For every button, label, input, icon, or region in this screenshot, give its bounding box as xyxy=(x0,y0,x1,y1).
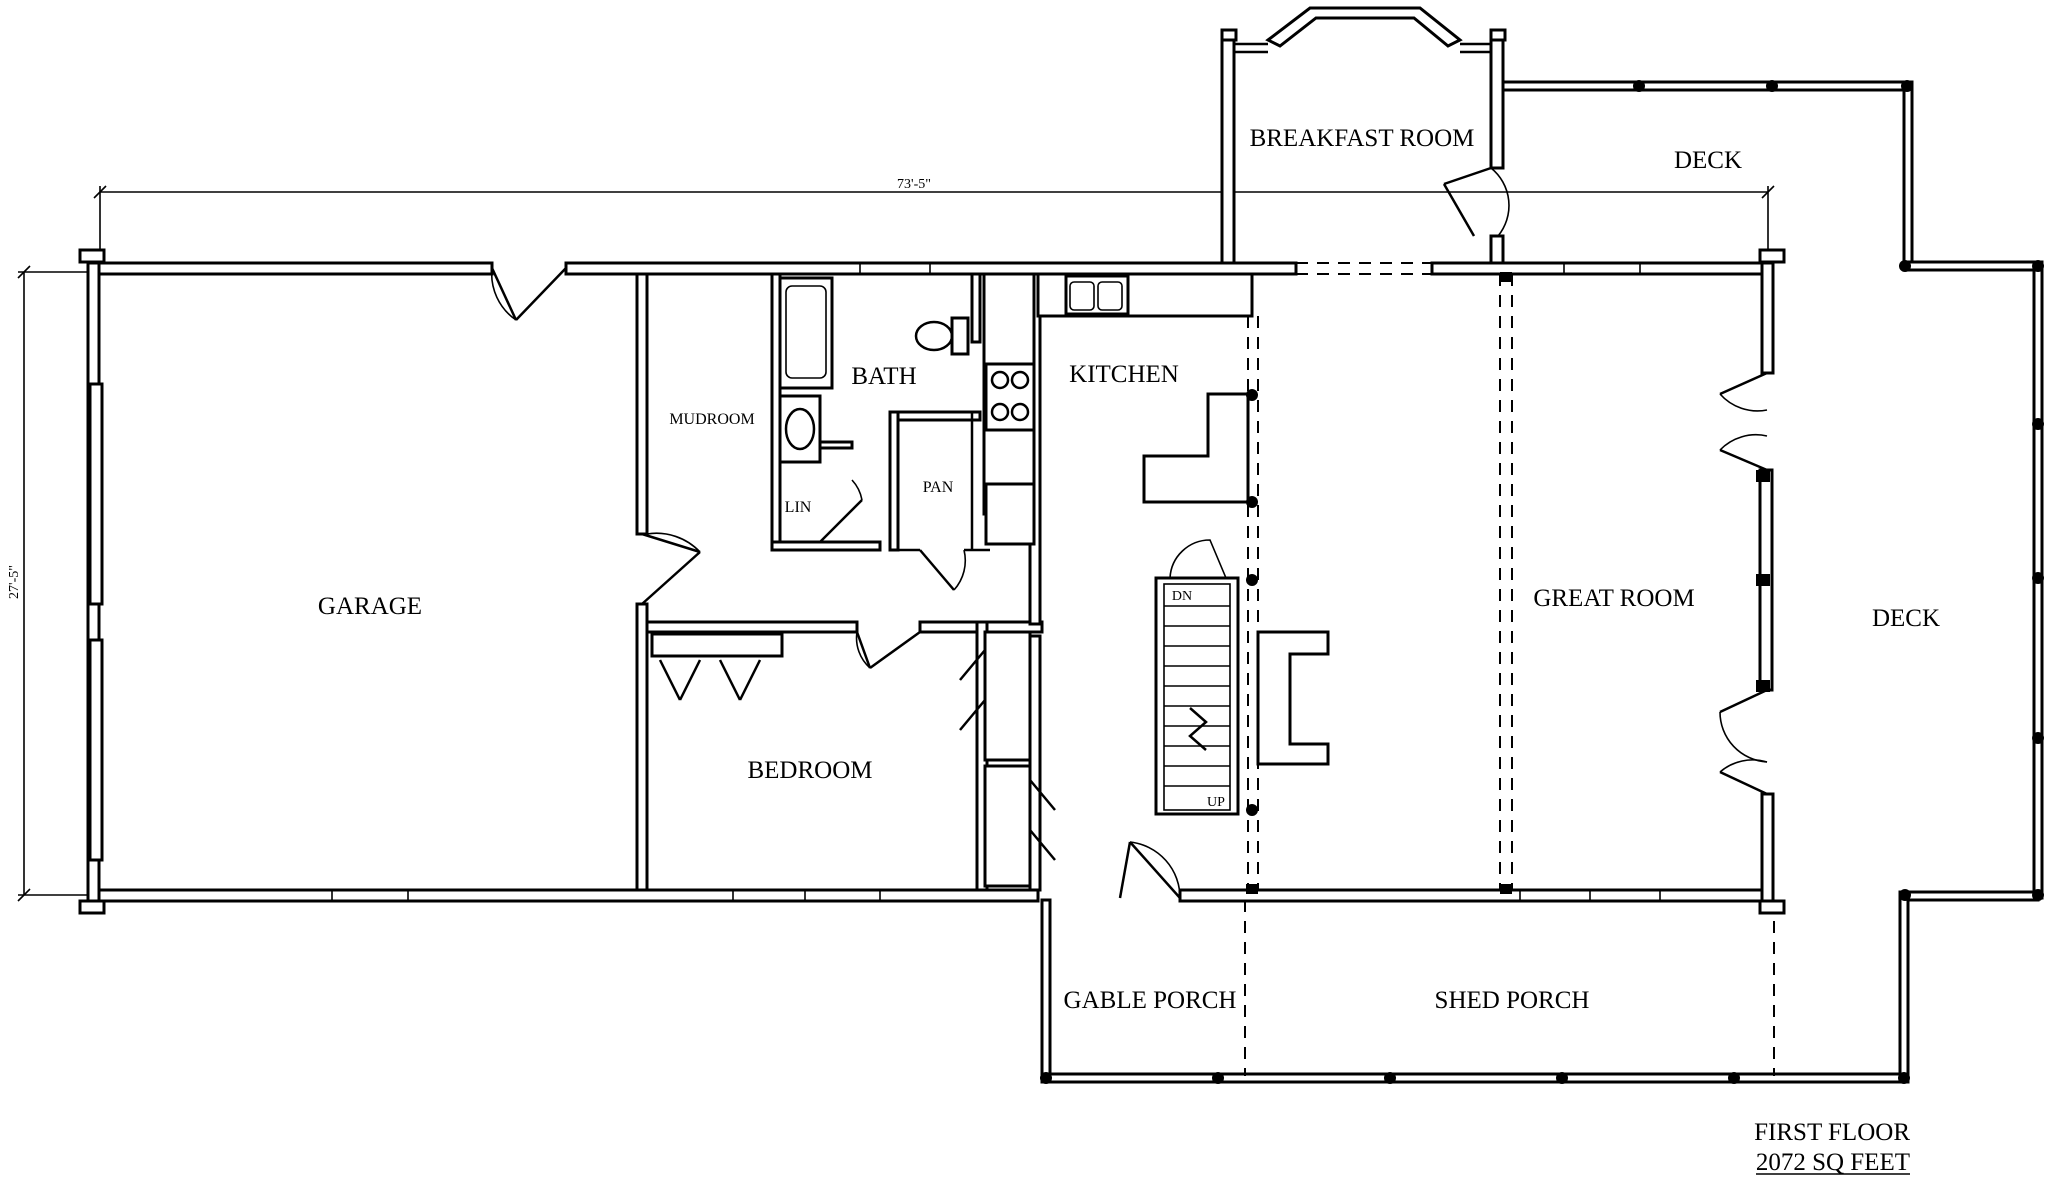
label-kitchen: KITCHEN xyxy=(1069,361,1179,388)
label-lin: LIN xyxy=(785,499,812,516)
columns xyxy=(1246,272,1512,894)
labels: 73'-5" 27'-5" BREAKFAST ROOM DECK DECK G… xyxy=(7,125,1940,1176)
label-gable-porch: GABLE PORCH xyxy=(1064,987,1237,1014)
stairs xyxy=(1154,539,1240,816)
exterior-walls xyxy=(78,248,1786,915)
label-deck-top: DECK xyxy=(1674,147,1742,174)
great-room-french-doors xyxy=(1719,371,1768,796)
dimension-lines xyxy=(17,185,1775,902)
label-stairs-down: DN xyxy=(1172,589,1192,604)
label-garage: GARAGE xyxy=(318,593,422,620)
label-mudroom: MUDROOM xyxy=(669,411,754,428)
label-shed-porch: SHED PORCH xyxy=(1435,987,1590,1014)
label-bath: BATH xyxy=(851,363,916,390)
caption-floor: FIRST FLOOR xyxy=(1754,1119,1910,1146)
dimension-width: 73'-5" xyxy=(897,177,931,192)
upper-deck-railing xyxy=(1501,80,1914,267)
porch-railing xyxy=(1040,898,1910,1084)
label-deck-right: DECK xyxy=(1872,605,1940,632)
fixtures xyxy=(650,274,1181,899)
label-stairs-up: UP xyxy=(1207,795,1225,810)
garage-door xyxy=(490,267,567,321)
label-great-room: GREAT ROOM xyxy=(1533,585,1694,612)
label-pan: PAN xyxy=(923,479,954,496)
right-deck-railing xyxy=(1898,260,2044,1080)
dimension-depth: 27'-5" xyxy=(7,565,22,599)
label-bedroom: BEDROOM xyxy=(747,757,872,784)
interior-walls xyxy=(635,272,1513,892)
breakfast-room-bay xyxy=(1220,6,1510,272)
caption-area: 2072 SQ FEET xyxy=(1756,1149,1910,1176)
label-breakfast-room: BREAKFAST ROOM xyxy=(1250,125,1475,152)
